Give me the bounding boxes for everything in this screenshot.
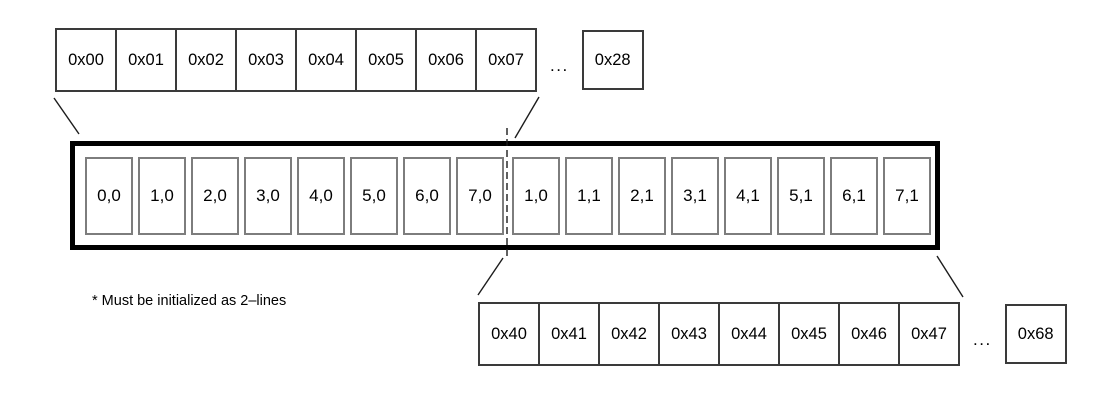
- address-cell: 0x01: [115, 28, 177, 92]
- connector-line-bottom-right: [936, 255, 964, 298]
- address-cell: 0x43: [658, 302, 720, 366]
- address-cell: 0x03: [235, 28, 297, 92]
- address-cell: 0x41: [538, 302, 600, 366]
- address-cell: 0x05: [355, 28, 417, 92]
- address-cell: 0x42: [598, 302, 660, 366]
- memory-cell: 3,1: [671, 156, 719, 235]
- address-cell: 0x46: [838, 302, 900, 366]
- memory-cell: 4,0: [297, 156, 345, 235]
- address-cell: 0x06: [415, 28, 477, 92]
- memory-cell: 5,1: [777, 156, 825, 235]
- address-cell: 0x02: [175, 28, 237, 92]
- address-cell: 0x45: [778, 302, 840, 366]
- memory-cell: 4,1: [724, 156, 772, 235]
- memory-cell: 1,0: [512, 156, 560, 235]
- bottom-row-ellipsis: ...: [973, 330, 992, 349]
- address-cell-0x28: 0x28: [581, 30, 644, 90]
- address-cell: 0x04: [295, 28, 357, 92]
- memory-cell: 1,0: [138, 156, 186, 235]
- address-cell: 0x40: [478, 302, 540, 366]
- footnote: * Must be initialized as 2–lines: [92, 293, 287, 309]
- connector-line-top-right: [514, 96, 540, 139]
- memory-cell: 7,1: [883, 156, 931, 235]
- memory-cell: 6,0: [403, 156, 451, 235]
- address-cell: 0x47: [898, 302, 960, 366]
- connector-line-bottom-left: [477, 257, 504, 296]
- address-cell-0x68: 0x68: [1004, 304, 1067, 364]
- top-row-ellipsis: ...: [550, 56, 569, 75]
- memory-cell: 6,1: [830, 156, 878, 235]
- memory-cell: 2,0: [191, 156, 239, 235]
- connector-line-top-left: [53, 97, 80, 135]
- memory-cell: 2,1: [618, 156, 666, 235]
- address-cell: 0x07: [475, 28, 537, 92]
- memory-cell: 0,0: [85, 156, 133, 235]
- address-cell: 0x44: [718, 302, 780, 366]
- memory-cell: 3,0: [244, 156, 292, 235]
- memory-cell: 1,1: [565, 156, 613, 235]
- address-cell: 0x00: [55, 28, 117, 92]
- memory-cell: 5,0: [350, 156, 398, 235]
- memory-cell: 7,0: [456, 156, 504, 235]
